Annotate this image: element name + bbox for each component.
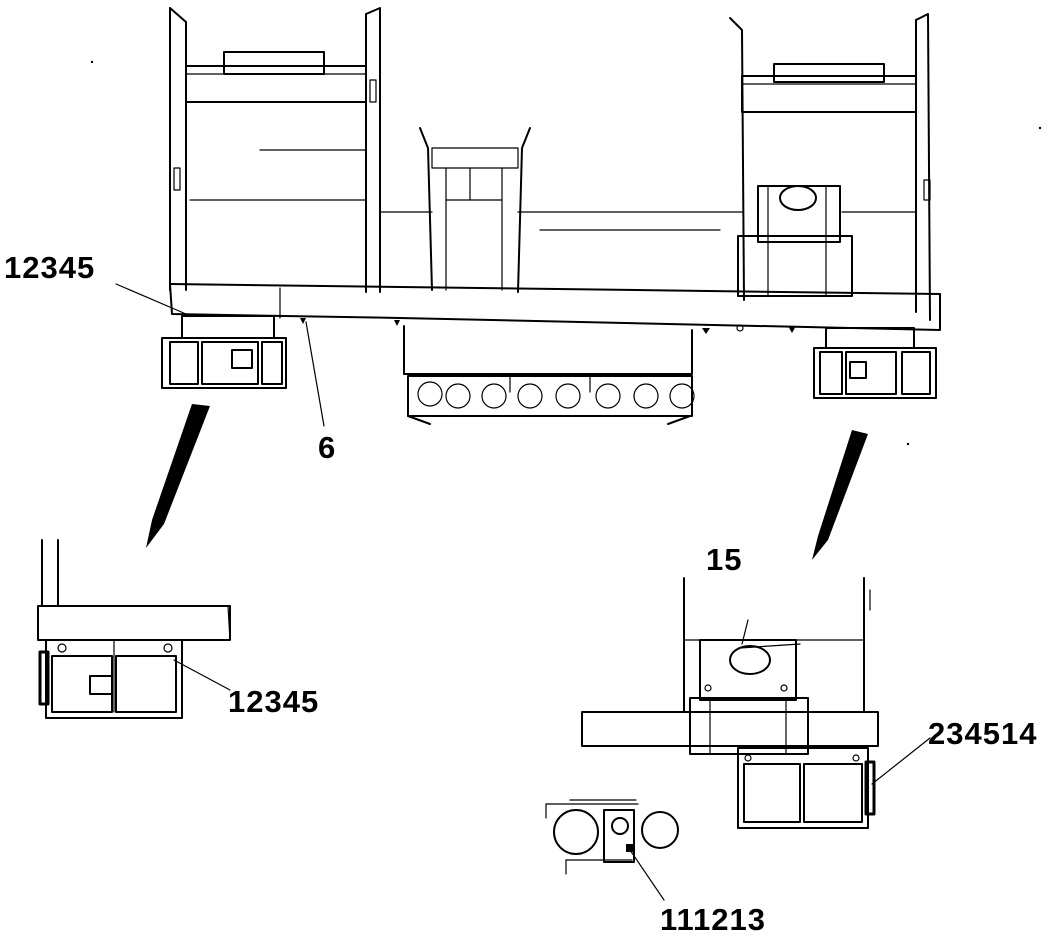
callout-label: 12345 xyxy=(228,684,319,719)
leader-line xyxy=(115,283,187,315)
arrow-right-icon xyxy=(812,430,868,560)
small-bolt-icon xyxy=(300,318,306,324)
callout-label: 15 xyxy=(706,542,742,577)
bottom-detail-view xyxy=(545,799,679,901)
callout-label: 234514 xyxy=(928,716,1037,751)
left-upright xyxy=(169,7,381,293)
arrow-left-icon xyxy=(146,404,210,548)
leader-line xyxy=(305,321,325,427)
left-light-assembly xyxy=(161,315,306,389)
roller-tray xyxy=(403,325,695,425)
callout-label: 111213 xyxy=(660,902,766,937)
callout-label: 12345 xyxy=(4,250,95,285)
right-light-assembly xyxy=(394,320,937,399)
center-column xyxy=(419,127,531,293)
right-upright xyxy=(729,13,931,321)
main-machine xyxy=(161,7,941,425)
callout-label: 6 xyxy=(318,430,336,465)
cross-beam xyxy=(169,283,941,331)
right-detail-view xyxy=(581,577,931,829)
left-detail-view xyxy=(37,539,231,719)
